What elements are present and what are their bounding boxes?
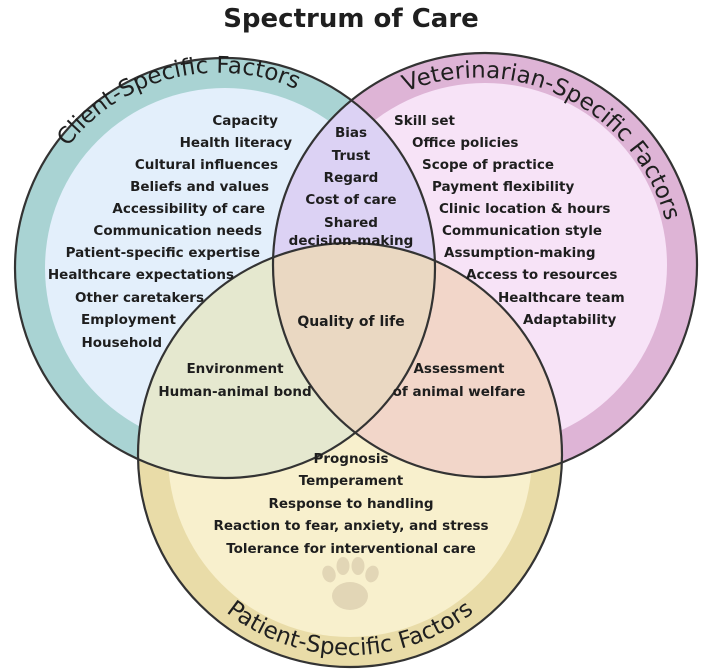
list-item: Communication style [442,223,602,239]
list-item: Trust [332,148,371,164]
list-item: Office policies [412,135,518,151]
list-item: Beliefs and values [130,179,269,195]
list-item: Adaptability [523,312,616,328]
list-item: Prognosis [313,451,388,467]
list-item: Cost of care [305,192,396,208]
list-item: Assessment [413,361,505,377]
list-item: of animal welfare [393,384,526,400]
list-item: Access to resources [466,267,617,283]
list-item: Regard [324,170,379,186]
list-item: Employment [81,312,176,328]
list-item: Environment [186,361,284,377]
diagram-title: Spectrum of Care [223,4,479,34]
client-factors-list: Capacity Health literacy Cultural influe… [48,113,292,351]
list-item: Clinic location & hours [439,201,610,217]
list-item: Bias [335,125,367,141]
list-item: Reaction to fear, anxiety, and stress [213,518,488,534]
list-item: Tolerance for interventional care [226,541,476,557]
list-item: Communication needs [93,223,262,239]
list-item: Response to handling [269,496,434,512]
list-item: Capacity [212,113,278,129]
quality-of-life-label: Quality of life [297,314,404,330]
client-circle-outline [13,56,437,480]
patient-factors-list: Prognosis Temperament Response to handli… [213,451,488,557]
list-item: Health literacy [180,135,293,151]
list-item: Healthcare expectations [48,267,234,283]
list-item: Patient-specific expertise [66,245,260,261]
client-patient-overlap-list: Environment Human-animal bond [158,361,311,400]
list-item: Accessibility of care [112,201,265,217]
list-item: Healthcare team [498,290,625,306]
vet-factors-list: Skill set Office policies Scope of pract… [394,113,625,328]
paw-print-icon [322,557,379,610]
list-item: Human-animal bond [158,384,311,400]
list-item: Payment flexibility [432,179,575,195]
list-item: Household [81,335,162,351]
list-item: Assumption-making [444,245,596,261]
list-item: Skill set [394,113,455,129]
vet-patient-overlap-list: Assessment of animal welfare [393,361,526,400]
list-item: Scope of practice [422,157,554,173]
list-item: Other caretakers [75,290,204,306]
list-item: Shared [324,215,378,231]
client-vet-overlap-list: Bias Trust Regard Cost of care Shared de… [289,125,414,249]
list-item: Temperament [299,473,404,489]
patient-circle-outline [136,241,564,669]
list-item: decision-making [289,233,414,249]
vet-circle-outline [271,51,699,479]
list-item: Cultural influences [135,157,278,173]
